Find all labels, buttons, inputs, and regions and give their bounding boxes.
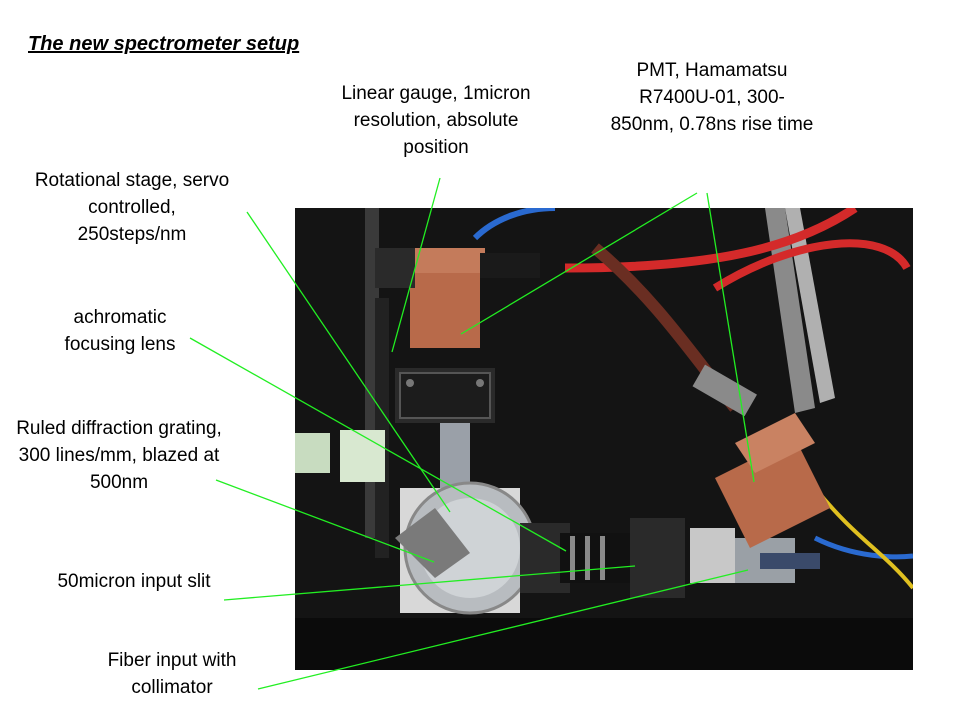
label-pmt: PMT, Hamamatsu R7400U-01, 300-850nm, 0.7… [610, 60, 814, 135]
page-title: The new spectrometer setup [28, 33, 300, 55]
label-fiber-input: Fiber input with collimator [107, 650, 237, 698]
label-achromatic-lens: achromatic focusing lens [64, 307, 176, 355]
label-diffraction-grating: Ruled diffraction grating, 300 lines/mm,… [16, 418, 222, 493]
spectrometer-photo [295, 208, 913, 670]
label-input-slit: 50micron input slit [57, 571, 211, 592]
label-linear-gauge: Linear gauge, 1micron resolution, absolu… [341, 83, 531, 158]
label-rotational-stage: Rotational stage, servo controlled, 250s… [34, 170, 230, 245]
